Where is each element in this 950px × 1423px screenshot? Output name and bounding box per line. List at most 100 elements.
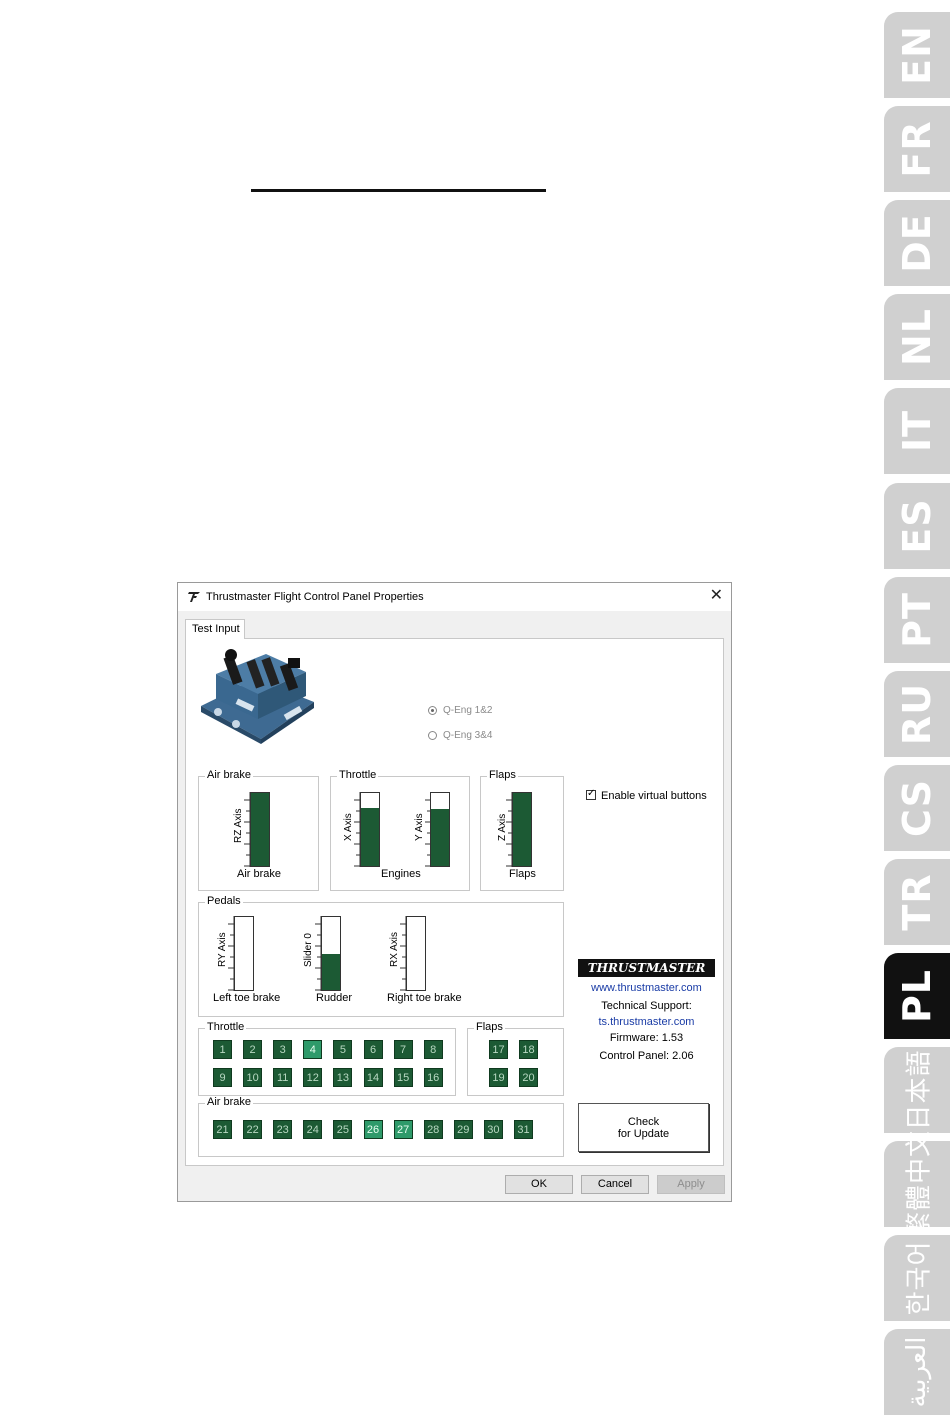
virtual-button: 31 [514, 1120, 533, 1139]
axis-caption: Left toe brake [213, 992, 281, 1004]
bar-fill [361, 807, 379, 866]
language-tab[interactable]: 한국어 [884, 1235, 950, 1322]
virtual-button: 13 [333, 1068, 353, 1087]
virtual-button: 24 [303, 1120, 323, 1139]
radio-q-eng-1-2[interactable]: Q-Eng 1&2 [428, 705, 492, 716]
group-title: Air brake [205, 1096, 254, 1108]
language-tab[interactable]: NL [884, 294, 950, 381]
virtual-button: 11 [273, 1068, 293, 1087]
language-tab-label: العربية [902, 1336, 932, 1408]
group-title: Flaps [474, 1021, 505, 1033]
axis-ticks [354, 792, 360, 867]
virtual-button: 18 [519, 1040, 538, 1059]
dialog-title: Thrustmaster Flight Control Panel Proper… [206, 591, 424, 603]
axis-label: Slider 0 [303, 933, 314, 967]
tab-test-input[interactable]: Test Input [185, 619, 245, 639]
language-tab[interactable]: TR [884, 858, 950, 945]
language-tab-label: NL [895, 308, 939, 367]
group-title: Air brake [205, 769, 254, 781]
check-update-line: Check [627, 1116, 660, 1128]
group-title: Flaps [487, 769, 518, 781]
language-tab[interactable]: CS [884, 764, 950, 851]
virtual-button: 17 [489, 1040, 508, 1059]
axis-ticks [228, 916, 234, 991]
language-tab[interactable]: RU [884, 670, 950, 757]
rx-axis-bar [406, 916, 426, 991]
language-tab-label: 日本語 [904, 1049, 935, 1131]
throttle-axis-group: Throttle X Axis Y Axis Engines [330, 769, 470, 891]
support-link[interactable]: ts.thrustmaster.com [598, 1016, 695, 1028]
axis-caption: Right toe brake [387, 992, 462, 1004]
z-axis-bar [512, 792, 532, 867]
axis-ticks [244, 792, 250, 867]
virtual-button: 12 [303, 1068, 323, 1087]
bar-fill [251, 793, 269, 866]
group-title: Pedals [205, 895, 243, 907]
language-tab[interactable]: 日本語 [884, 1047, 950, 1134]
check-for-update-button[interactable]: Check for Update [578, 1103, 709, 1152]
language-tab[interactable]: PT [884, 576, 950, 663]
ok-button[interactable]: OK [505, 1175, 573, 1194]
group-title: Throttle [205, 1021, 247, 1033]
virtual-button: 25 [333, 1120, 353, 1139]
language-tab-label: IT [895, 410, 939, 453]
website-link[interactable]: www.thrustmaster.com [591, 982, 702, 994]
language-tab-label: 繁體中文 [904, 1130, 935, 1239]
bar-fill [513, 793, 531, 866]
language-tab[interactable]: العربية [884, 1329, 950, 1416]
checkbox-icon [586, 788, 596, 800]
decorative-rule [251, 189, 546, 192]
apply-button[interactable]: Apply [657, 1175, 725, 1194]
language-tab[interactable]: DE [884, 200, 950, 287]
virtual-button: 26 [363, 1120, 383, 1139]
virtual-button: 5 [333, 1040, 353, 1059]
rz-axis-bar [250, 792, 270, 867]
language-tab[interactable]: PL [884, 953, 950, 1039]
language-tab-label: ES [895, 497, 939, 554]
device-image [201, 649, 314, 744]
virtual-button: 10 [243, 1068, 263, 1087]
group-title: Throttle [337, 769, 379, 781]
virtual-button: 14 [363, 1068, 383, 1087]
control-panel-version: Control Panel: 2.06 [599, 1050, 694, 1062]
cancel-button[interactable]: Cancel [581, 1175, 649, 1194]
thrustmaster-logo-icon [188, 592, 200, 602]
radio-q-eng-3-4[interactable]: Q-Eng 3&4 [428, 730, 492, 741]
virtual-button: 3 [273, 1040, 293, 1059]
virtual-button: 2 [243, 1040, 263, 1059]
virtual-button: 29 [453, 1120, 473, 1139]
y-axis-bar [430, 792, 450, 867]
language-tab-label: 한국어 [904, 1240, 935, 1316]
air-brake-axis-group: Air brake RZ Axis Air brake [198, 769, 319, 891]
axis-caption: Engines [381, 868, 421, 880]
language-tab[interactable]: EN [884, 12, 950, 98]
language-tab-label: DE [895, 213, 939, 273]
virtual-button: 4 [303, 1040, 323, 1059]
title-bar: Thrustmaster Flight Control Panel Proper… [178, 583, 731, 611]
tab-page: Q-Eng 1&2 Q-Eng 3&4 Air brake RZ Axis Ai… [185, 638, 724, 1166]
virtual-button: 9 [213, 1068, 232, 1087]
language-tab[interactable]: FR [884, 106, 950, 193]
virtual-button: 16 [423, 1068, 443, 1087]
language-tab[interactable]: 繁體中文 [884, 1130, 950, 1238]
language-tab-label: RU [895, 682, 939, 745]
language-tab[interactable]: IT [884, 388, 950, 475]
language-tab-label: EN [895, 25, 939, 85]
bar-fill [431, 809, 449, 866]
axis-ticks [315, 916, 321, 991]
axis-caption: Flaps [509, 868, 536, 880]
language-tab[interactable]: ES [884, 482, 950, 569]
enable-virtual-buttons-checkbox[interactable]: Enable virtual buttons [586, 788, 707, 802]
virtual-button: 1 [213, 1040, 232, 1059]
virtual-button: 30 [483, 1120, 503, 1139]
close-icon[interactable]: ✕ [709, 587, 723, 604]
virtual-button: 19 [489, 1068, 508, 1087]
virtual-button: 8 [423, 1040, 443, 1059]
virtual-button: 28 [423, 1120, 443, 1139]
x-axis-bar [360, 792, 380, 867]
virtual-button: 7 [393, 1040, 413, 1059]
axis-ticks [400, 916, 406, 991]
